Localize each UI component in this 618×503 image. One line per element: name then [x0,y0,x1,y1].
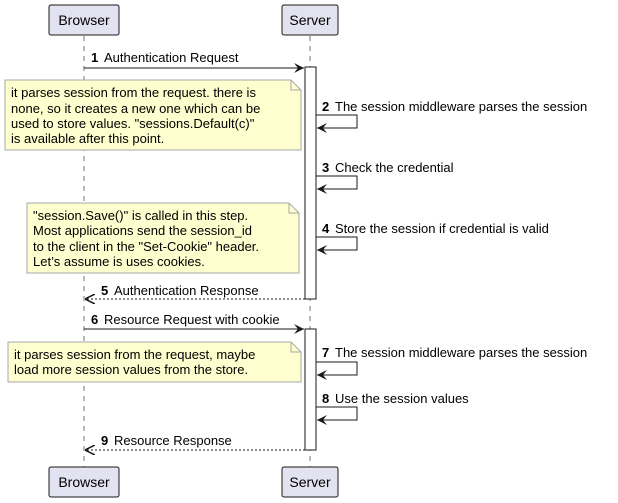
svg-text:6: 6 [91,312,98,327]
svg-text:5: 5 [101,283,108,298]
svg-text:used to store values. "session: used to store values. "sessions.Default(… [11,116,255,131]
svg-text:Let’s assume is uses cookies.: Let’s assume is uses cookies. [33,254,205,269]
participant-browser-bottom: Browser [48,466,120,498]
svg-text:Resource Request with cookie: Resource Request with cookie [104,312,280,327]
svg-text:1: 1 [91,50,98,65]
note-session-parse: it parses session from the request, mayb… [7,341,302,383]
message-7: 7 The session middleware parses the sess… [316,345,587,380]
message-4: 4 Store the session if credential is val… [316,221,549,255]
svg-text:The session middleware parses: The session middleware parses the sessio… [335,345,587,360]
svg-text:Browser: Browser [58,474,110,490]
message-6: 6 Resource Request with cookie [84,312,304,334]
note-session-save: "session.Save()" is called in this step.… [26,202,300,274]
svg-text:Browser: Browser [58,12,110,28]
svg-text:none, so it creates a new one: none, so it creates a new one which can … [11,101,260,116]
message-5: 5 Authentication Response [85,283,305,299]
svg-text:9: 9 [101,433,108,448]
message-9: 9 Resource Response [85,433,305,450]
message-1: 1 Authentication Request [84,50,304,73]
svg-text:2: 2 [322,99,329,114]
svg-text:Most applications send the ses: Most applications send the session_id [33,223,252,238]
participant-browser-top: Browser [48,4,120,36]
svg-text:"session.Save()" is called in: "session.Save()" is called in this step. [33,208,248,223]
svg-text:Store the session if credentia: Store the session if credential is valid [335,221,549,236]
svg-text:Authentication Request: Authentication Request [104,50,239,65]
activation-bar-2 [304,328,317,451]
message-3: 3 Check the credential [316,160,454,194]
svg-text:it parses session from the req: it parses session from the request. ther… [11,85,256,100]
svg-text:Authentication Response: Authentication Response [114,283,259,298]
message-2: 2 The session middleware parses the sess… [316,99,587,133]
svg-text:The session middleware parses: The session middleware parses the sessio… [335,99,587,114]
svg-text:3: 3 [322,160,329,175]
svg-text:it parses session from the req: it parses session from the request, mayb… [14,347,255,362]
activation-bar-1 [304,66,317,300]
svg-text:to the client in the "Set-Cook: to the client in the "Set-Cookie" header… [33,239,259,254]
svg-text:is available after this point.: is available after this point. [11,131,164,146]
svg-text:Use the session values: Use the session values [335,391,469,406]
svg-text:8: 8 [322,391,329,406]
note-session-created: it parses session from the request. ther… [4,79,302,151]
svg-text:4: 4 [322,221,330,236]
svg-text:Resource Response: Resource Response [114,433,232,448]
message-8: 8 Use the session values [316,391,469,425]
svg-text:Check the credential: Check the credential [335,160,454,175]
participant-server-top: Server [281,4,339,36]
svg-text:7: 7 [322,345,329,360]
participant-server-bottom: Server [281,466,339,498]
svg-text:Server: Server [289,12,331,28]
svg-text:Server: Server [289,474,331,490]
svg-text:load more session values from: load more session values from the store. [14,362,248,377]
